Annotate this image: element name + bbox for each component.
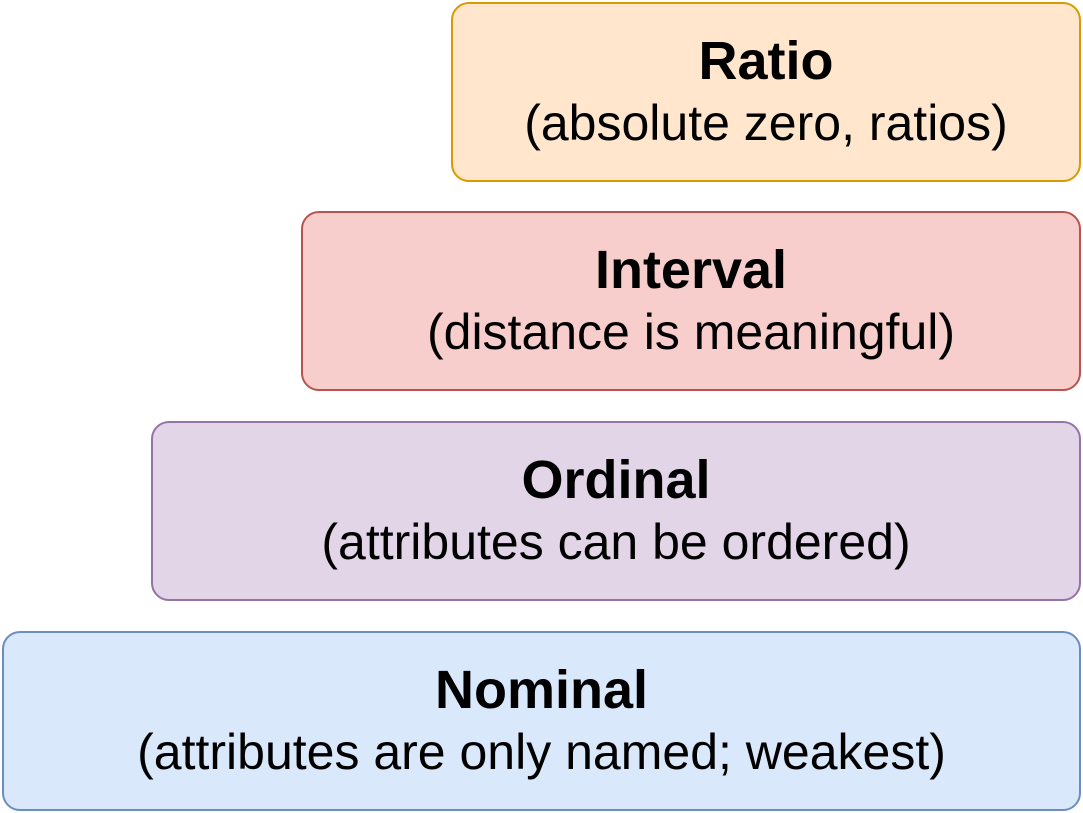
level-nominal-description: (attributes are only named; weakest) bbox=[137, 724, 946, 780]
level-nominal-name: Nominal bbox=[434, 660, 649, 720]
level-interval: Interval (distance is meaningful) bbox=[301, 211, 1081, 391]
level-interval-description: (distance is meaningful) bbox=[426, 304, 956, 360]
level-ratio-description: (absolute zero, ratios) bbox=[524, 95, 1008, 151]
level-ordinal-name: Ordinal bbox=[521, 450, 711, 510]
level-ordinal-description: (attributes can be ordered) bbox=[321, 514, 911, 570]
level-ratio: Ratio (absolute zero, ratios) bbox=[451, 2, 1081, 182]
level-ratio-name: Ratio bbox=[698, 31, 834, 91]
level-ordinal: Ordinal (attributes can be ordered) bbox=[151, 421, 1081, 601]
level-nominal: Nominal (attributes are only named; weak… bbox=[2, 631, 1081, 811]
level-interval-name: Interval bbox=[594, 240, 788, 300]
